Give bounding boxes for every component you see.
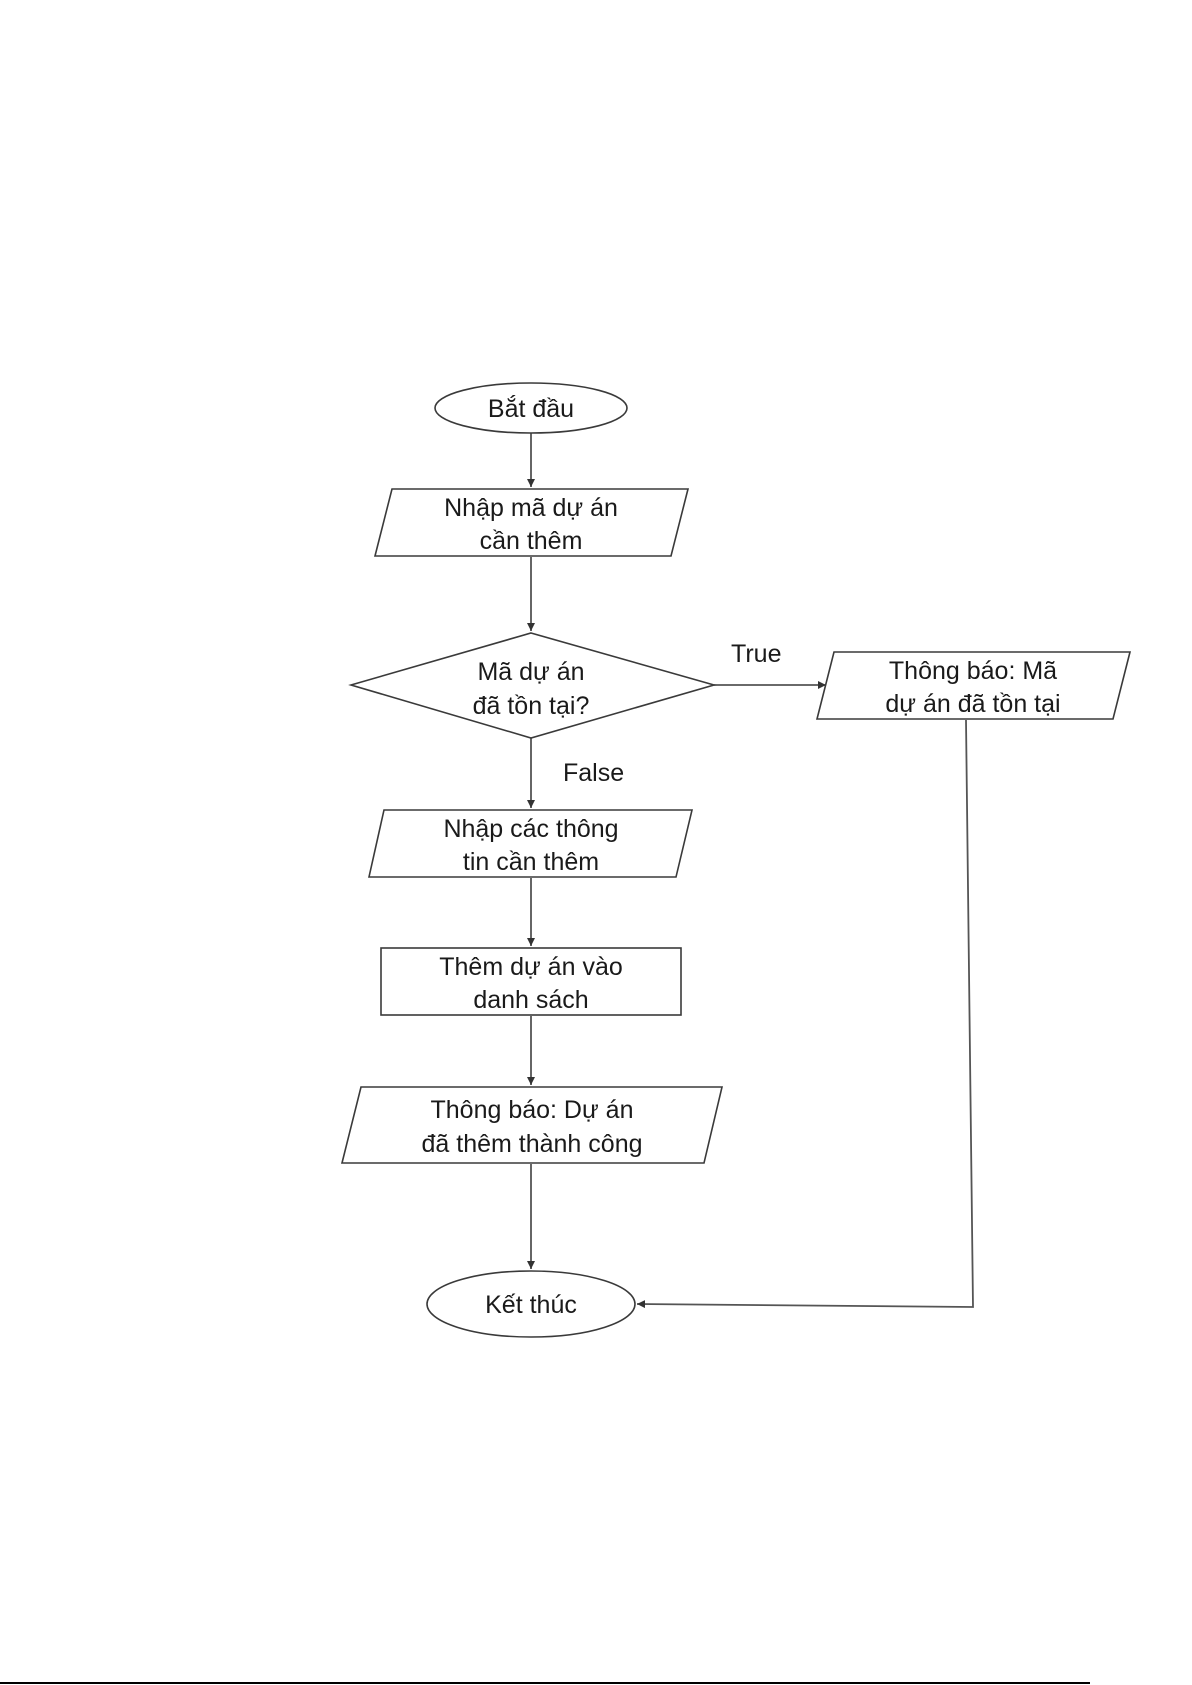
node-label: Bắt đầu xyxy=(488,394,574,423)
node-check-exists: Mã dự án đã tồn tại? xyxy=(351,633,714,738)
node-start: Bắt đầu xyxy=(435,383,627,433)
node-input-info: Nhập các thông tin cần thêm xyxy=(369,810,692,877)
edge-notify-exists-to-end xyxy=(637,720,973,1307)
node-notify-success: Thông báo: Dự án đã thêm thành công xyxy=(342,1087,722,1163)
node-label-line-1: Mã dự án xyxy=(477,658,584,686)
node-label-line-1: Thông báo: Mã xyxy=(889,657,1057,685)
node-label-line-1: Thêm dự án vào xyxy=(439,953,623,981)
edge-label-false: False xyxy=(563,759,624,787)
node-label-line-1: Nhập các thông xyxy=(443,815,618,843)
node-label-line-2: cần thêm xyxy=(480,527,583,555)
edge-label-true: True xyxy=(731,640,781,668)
node-label: Kết thúc xyxy=(485,1291,577,1319)
node-label-line-2: dự án đã tồn tại xyxy=(885,690,1060,718)
node-input-code: Nhập mã dự án cần thêm xyxy=(375,489,688,556)
node-label-line-2: danh sách xyxy=(473,986,588,1014)
node-label-line-1: Thông báo: Dự án xyxy=(431,1096,634,1124)
node-label-line-2: tin cần thêm xyxy=(463,848,599,876)
node-label-line-2: đã thêm thành công xyxy=(422,1130,643,1158)
node-label-line-1: Nhập mã dự án xyxy=(444,494,618,522)
node-end: Kết thúc xyxy=(427,1271,635,1337)
node-notify-exists: Thông báo: Mã dự án đã tồn tại xyxy=(817,652,1130,719)
node-add-project: Thêm dự án vào danh sách xyxy=(381,948,681,1015)
node-label-line-2: đã tồn tại? xyxy=(473,692,590,720)
